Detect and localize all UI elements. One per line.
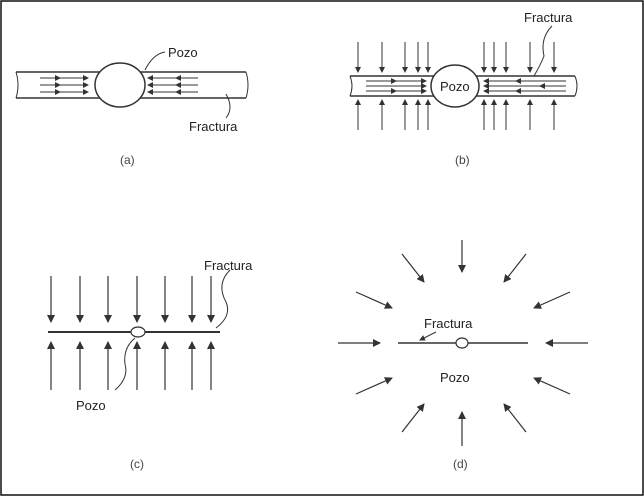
panel-c-well-leader (114, 337, 136, 391)
panel-a-well-leader (144, 51, 166, 71)
panel-c-arrows-from-bottom (47, 341, 215, 390)
panel-b-flow-arrows-right (483, 78, 566, 94)
panel-d-well (455, 337, 469, 349)
panel-d-radial-arrows (338, 240, 588, 446)
panel-b-arrows-from-bottom (355, 99, 557, 130)
panel-b: Pozo Fractura (b) (349, 10, 578, 167)
panel-d-caption: (d) (453, 457, 468, 471)
panel-a-flow-arrows-left (40, 75, 89, 95)
panel-b-fracture-leader (533, 25, 553, 77)
panel-a-caption: (a) (120, 153, 135, 167)
panel-c-arrows-from-top (47, 276, 215, 323)
panel-a-well-label: Pozo (168, 45, 198, 60)
panel-b-flow-arrows-left (366, 78, 427, 94)
panel-a-fracture-leader (225, 93, 231, 119)
panel-b-well-label: Pozo (440, 79, 470, 94)
panel-a-well (94, 62, 146, 108)
panel-c-well-label: Pozo (76, 398, 106, 413)
panel-c-well (130, 326, 146, 338)
panel-c: Fractura Pozo (c) (47, 258, 253, 471)
panel-a-flow-arrows-right (147, 75, 198, 95)
panel-a-fracture-label: Fractura (189, 119, 238, 134)
panel-d-fracture-pointer (419, 331, 437, 341)
panel-a: Pozo Fractura (a) (15, 45, 249, 167)
panel-c-caption: (c) (130, 457, 144, 471)
panel-c-fracture-label: Fractura (204, 258, 253, 273)
panel-b-arrows-from-top (355, 42, 557, 73)
panel-b-well (430, 64, 480, 108)
panel-d-fracture-label: Fractura (424, 316, 473, 331)
panel-c-fracture-leader (215, 269, 231, 329)
panel-d: Fractura Pozo (d) (338, 240, 588, 471)
panel-b-caption: (b) (455, 153, 470, 167)
panel-b-fracture-label: Fractura (524, 10, 573, 25)
panel-d-well-label: Pozo (440, 370, 470, 385)
